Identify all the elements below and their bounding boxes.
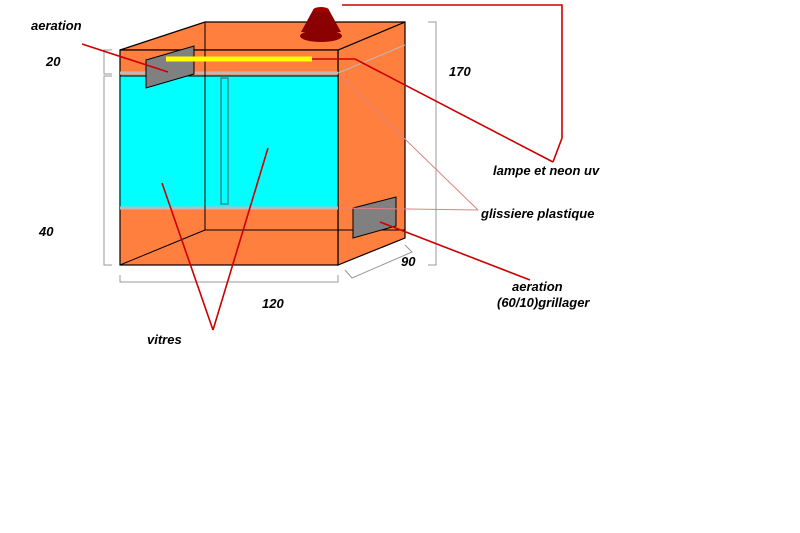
guide-rail-bottom (339, 207, 479, 211)
leader-vitres-right (212, 147, 269, 331)
label-aeration-grille: (60/10)grillager (497, 295, 590, 310)
dimension-20 (103, 49, 112, 75)
label-lamp-uv: lampe et neon uv (493, 163, 600, 178)
label-dimension-20: 20 (45, 54, 61, 69)
dimension-120 (119, 275, 339, 283)
label-dimension-170: 170 (449, 64, 471, 79)
dimension-90 (344, 244, 413, 279)
leader-vitres-left (161, 182, 214, 331)
leader-aeration-bottom (379, 221, 531, 281)
dimension-170 (428, 21, 437, 266)
leader-lamp-shade (342, 4, 563, 163)
label-dimension-40: 40 (38, 224, 54, 239)
label-dimension-90: 90 (401, 254, 416, 269)
leader-lines (81, 4, 563, 331)
label-plastic-rail: glissiere plastique (480, 206, 594, 221)
label-glass: vitres (147, 332, 182, 347)
bottom-aeration-vent (352, 196, 397, 239)
dimension-40 (103, 75, 112, 266)
lamp-shade (300, 7, 342, 42)
label-aeration-top: aeration (31, 18, 82, 33)
glass-slide-overlap (220, 77, 229, 205)
glass-panes (119, 75, 339, 208)
label-dimension-120: 120 (262, 296, 284, 311)
leader-lamp-diagonal (354, 58, 554, 163)
dimension-lines (103, 21, 479, 283)
leader-aeration-top (81, 43, 169, 73)
guide-glass-top (339, 75, 479, 211)
label-aeration-bottom: aeration (512, 279, 563, 294)
